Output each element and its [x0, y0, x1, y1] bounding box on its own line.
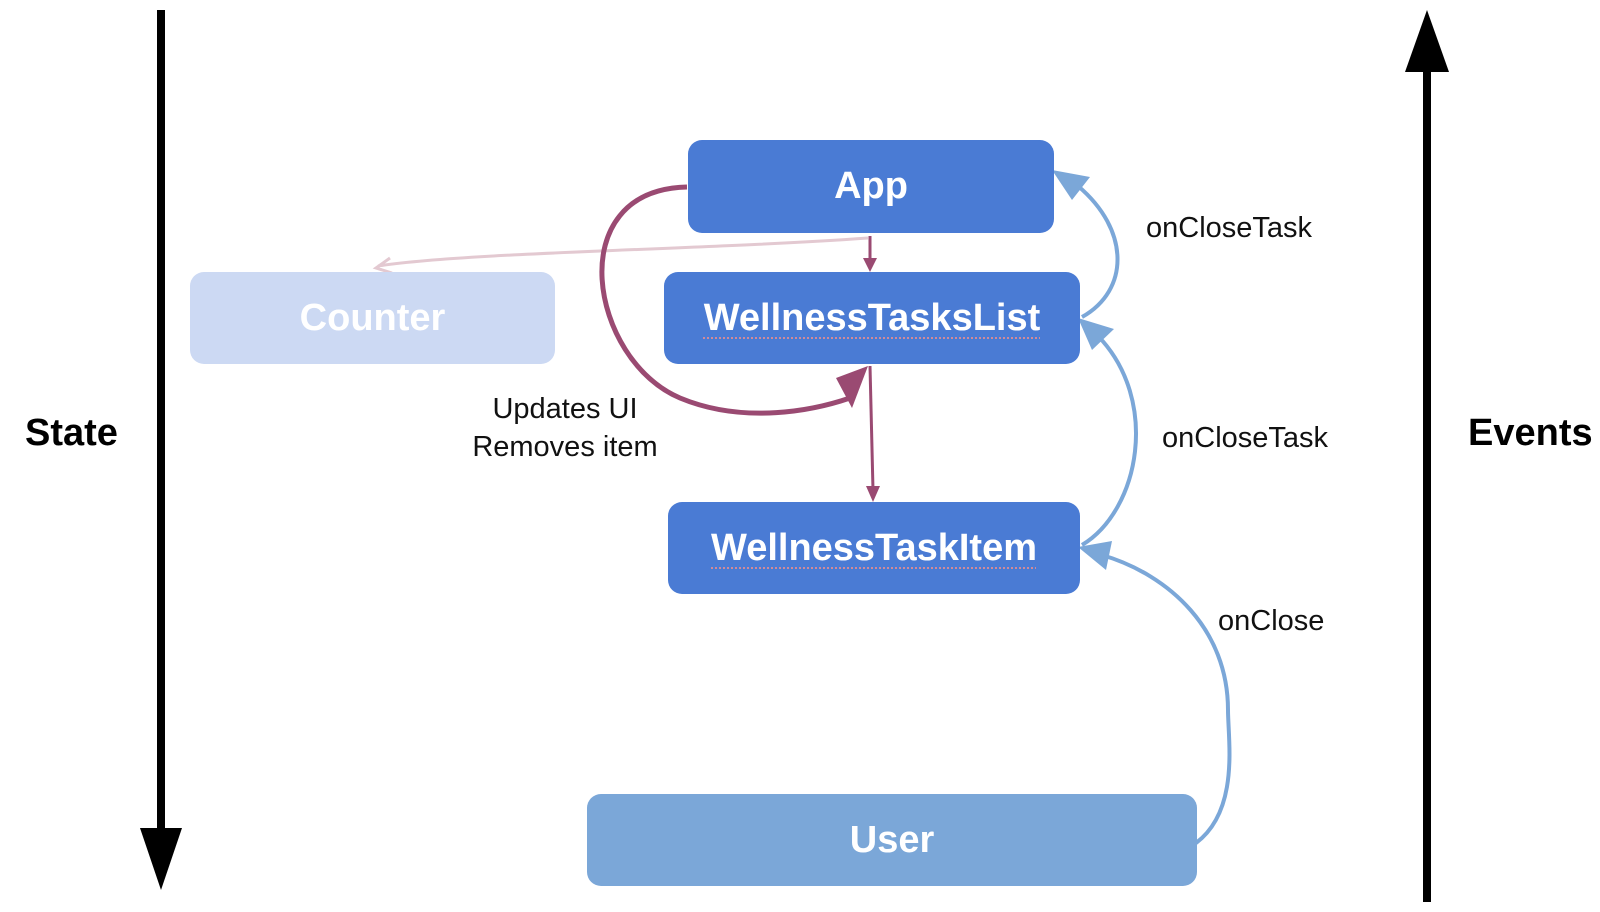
node-counter-label: Counter — [299, 296, 446, 339]
node-app-label: App — [834, 165, 908, 207]
user-to-item-event-arrow — [1101, 553, 1232, 845]
updates-ui-label: Updates UI Removes item — [460, 390, 670, 466]
list-to-app-event-arrowhead — [1052, 170, 1090, 200]
node-counter: Counter — [190, 272, 555, 364]
node-user-label: User — [849, 818, 935, 861]
edge-label-events-list: onCloseTask — [1162, 422, 1329, 454]
list-to-app-event-arrow — [1076, 184, 1120, 319]
updates-ui-label-line1: Updates UI — [492, 393, 638, 425]
app-to-counter-arrowhead — [372, 256, 393, 275]
app-to-counter-arrow — [377, 236, 869, 268]
item-to-list-event-arrow — [1080, 334, 1138, 547]
updates-ui-label-line2: Removes item — [472, 431, 658, 463]
node-wellness-tasks-list: WellnessTasksList — [664, 272, 1080, 364]
node-user: User — [587, 794, 1197, 886]
axis-label-events: Events — [1468, 412, 1593, 454]
edge-label-events-item: onClose — [1218, 605, 1325, 637]
state-axis-arrowhead — [140, 828, 182, 890]
axis-label-state: State — [25, 412, 118, 454]
list-to-item-arrowhead — [866, 486, 880, 502]
updates-ui-loop — [599, 184, 851, 416]
user-to-item-event-arrowhead — [1078, 541, 1112, 570]
list-to-item-arrow — [868, 365, 875, 491]
edge-label-events-app: onCloseTask — [1146, 212, 1313, 244]
events-axis-arrowhead — [1405, 10, 1449, 72]
item-to-list-event-arrowhead — [1078, 318, 1114, 350]
node-wellness-task-item: WellnessTaskItem — [668, 502, 1080, 594]
node-wellness-tasks-list-label: WellnessTasksList — [703, 296, 1041, 339]
node-app: App — [688, 140, 1054, 233]
node-wellness-task-item-label: WellnessTaskItem — [711, 526, 1037, 569]
app-to-list-arrowhead — [863, 258, 877, 272]
updates-ui-loop-arrowhead — [836, 366, 868, 408]
